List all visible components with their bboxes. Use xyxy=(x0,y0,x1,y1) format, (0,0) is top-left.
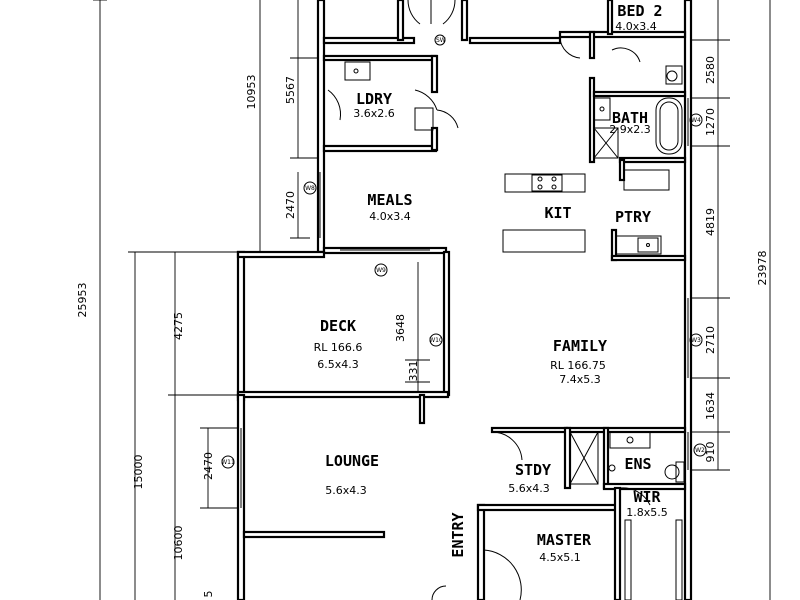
dim-4275: 4275 xyxy=(172,312,185,340)
room-ldry-name: LDRY xyxy=(356,90,392,108)
room-ldry-size: 3.6x2.6 xyxy=(353,107,395,120)
dim-2580: 2580 xyxy=(704,56,717,84)
room-ens-name: ENS xyxy=(624,455,651,473)
svg-text:SW: SW xyxy=(436,37,446,44)
dim-10600: 10600 xyxy=(172,526,185,561)
dim-1270: 1270 xyxy=(704,108,717,136)
room-stdy-size: 5.6x4.3 xyxy=(508,482,550,495)
window-tag-w4: W4 xyxy=(691,117,701,124)
dim-1634: 1634 xyxy=(704,392,717,420)
dim-2470-lounge: 2470 xyxy=(202,452,215,480)
room-lounge-name: LOUNGE xyxy=(325,452,379,470)
room-family-name: FAMILY xyxy=(553,337,607,355)
dim-5567: 5567 xyxy=(284,76,297,104)
dim-331: 331 xyxy=(407,361,420,382)
window-tag-w3: W3 xyxy=(691,337,701,344)
window-tag-w2: W2 xyxy=(695,447,705,454)
room-deck-name: DECK xyxy=(320,317,356,335)
room-meals-size: 4.0x3.4 xyxy=(369,210,411,223)
window-tag-w9: W9 xyxy=(376,267,386,274)
room-lounge-size: 5.6x4.3 xyxy=(325,484,367,497)
fixtures: SW xyxy=(240,0,689,600)
room-master-name: MASTER xyxy=(537,531,592,549)
room-master-size: 4.5x5.1 xyxy=(539,551,581,564)
dim-2710: 2710 xyxy=(704,326,717,354)
dim-4819: 4819 xyxy=(704,208,717,236)
dim-10953: 10953 xyxy=(245,75,258,110)
window-tag-w11: W11 xyxy=(221,459,235,466)
room-entry-name: ENTRY xyxy=(449,512,467,557)
dim-25953: 25953 xyxy=(76,283,89,318)
room-deck-size: 6.5x4.3 xyxy=(317,358,359,371)
dimension-labels: 25953 10953 5567 2470 4275 3648 331 1500… xyxy=(76,56,769,598)
room-bath-name: BATH xyxy=(612,109,648,127)
dim-15000: 15000 xyxy=(132,455,145,490)
room-deck-level: RL 166.6 xyxy=(314,341,363,354)
dim-23978: 23978 xyxy=(756,251,769,286)
room-bed2-name: BED 2 xyxy=(617,2,662,20)
dim-3648: 3648 xyxy=(394,314,407,342)
dim-910: 910 xyxy=(704,442,717,463)
room-labels: BED 2 4.0x3.4 LDRY 3.6x2.6 BATH 2.9x2.3 … xyxy=(314,2,668,564)
window-tags: W8 W9 W10 W11 W4 W3 W2 xyxy=(221,113,707,469)
room-wir-size: 1.8x5.5 xyxy=(626,506,668,519)
walls xyxy=(236,0,693,600)
room-bath-size: 2.9x2.3 xyxy=(609,123,651,136)
room-meals-name: MEALS xyxy=(367,191,412,209)
room-wir-name: WIR xyxy=(633,488,661,506)
room-kit-name: KIT xyxy=(544,204,571,222)
room-bed2-size: 4.0x3.4 xyxy=(615,20,657,33)
window-tag-w8: W8 xyxy=(305,185,315,192)
room-family-level: RL 166.75 xyxy=(550,359,606,372)
room-family-size: 7.4x5.3 xyxy=(559,373,601,386)
window-tag-w10: W10 xyxy=(429,337,443,344)
room-stdy-name: STDY xyxy=(515,461,551,479)
dim-2470-meals: 2470 xyxy=(284,191,297,219)
room-ptry-name: PTRY xyxy=(615,208,651,226)
dimension-lines xyxy=(93,0,771,600)
dim-5: 5 xyxy=(202,591,215,598)
